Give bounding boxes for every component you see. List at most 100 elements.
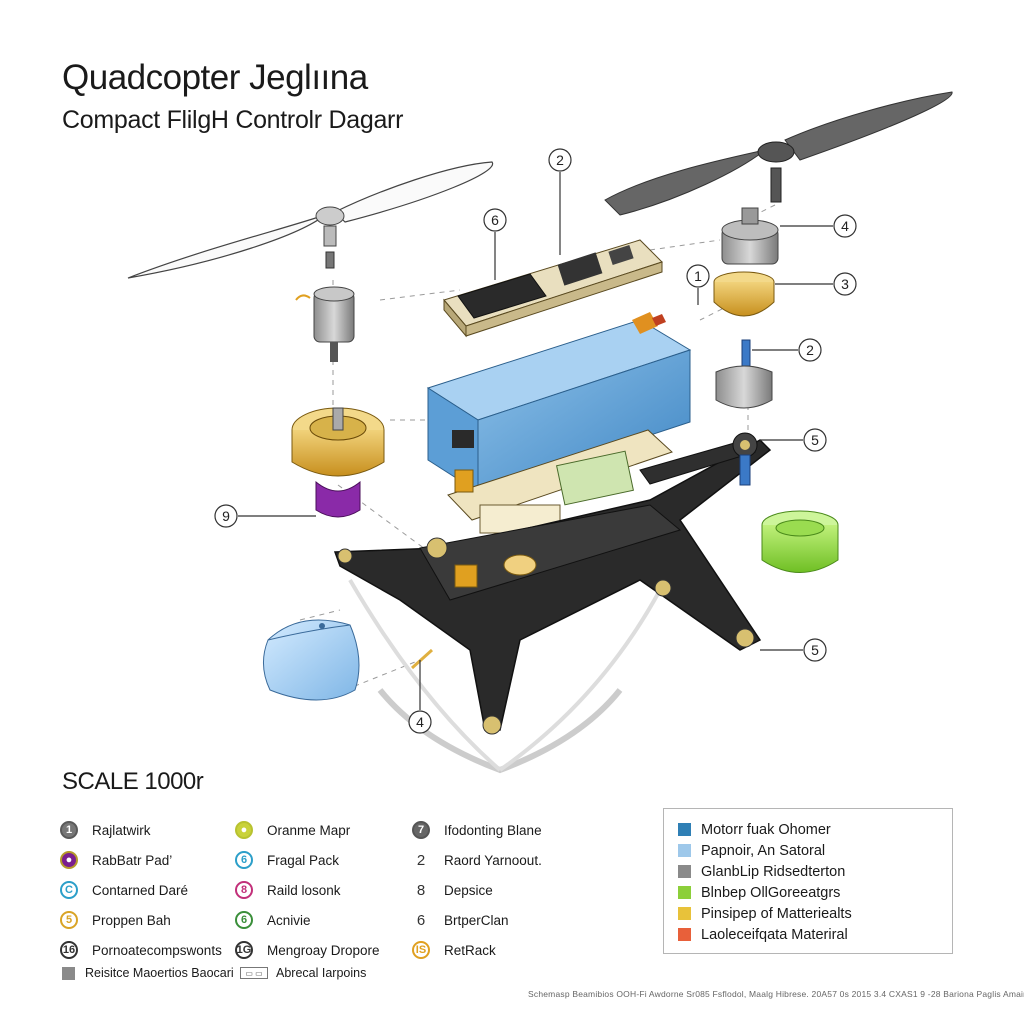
callout-label: 6 (491, 212, 499, 228)
material-item: Motorr fuak Ohomer (678, 819, 952, 840)
callout-label: 4 (416, 714, 424, 730)
legend-text: RetRack (444, 942, 496, 958)
right-arm (639, 432, 758, 486)
legend-item: 7 Ifodonting Blane (412, 815, 582, 845)
diagram-subtitle: Compact FlilgH Controlr Dagarr (62, 106, 404, 134)
quadcopter-frame (333, 439, 772, 774)
callout-label: 4 (841, 218, 849, 234)
legend-marker-icon: 2 (416, 851, 426, 869)
bottom-legend-text: Reisitce Maoertios Baocari (85, 966, 234, 980)
left-motor-bell (291, 407, 385, 518)
material-text: GlanbLip Ridsedterton (701, 863, 846, 880)
right-motor-mid (715, 339, 773, 409)
legend-text: Fragal Pack (267, 852, 340, 868)
legend-marker-icon: ● (235, 821, 253, 839)
material-swatch-icon (678, 928, 691, 941)
material-item: Pinsipep of Matteriealts (678, 903, 952, 924)
material-swatch-icon (678, 823, 691, 836)
callout-labels: 2 6 1 4 3 2 5 9 5 4 (222, 152, 849, 730)
legend-item: IS RetRack (412, 935, 582, 965)
green-motor-cover (761, 510, 839, 573)
legend-item: 6 Fragal Pack (235, 845, 405, 875)
legend-marker-icon: 6 (235, 911, 253, 929)
legend-text: Raord Yarnoout. (444, 852, 542, 868)
callout-label: 1 (694, 268, 702, 284)
bottom-legend-item: Reisitce Maoertios Baocari (62, 966, 234, 980)
bottom-legend-item: ▭ ▭ Abrecal Iarpoins (240, 966, 366, 980)
left-motor-upper (295, 286, 355, 362)
material-text: Motorr fuak Ohomer (701, 821, 831, 838)
legend-text: BrtperClan (444, 912, 509, 928)
legend-text: Pornoatecompswonts (92, 942, 222, 958)
material-text: Papnoir, An Satoral (701, 842, 826, 859)
legend-marker-icon: 6 (235, 851, 253, 869)
legend-column-3: 7 Ifodonting Blane 2 Raord Yarnoout. 8 Depsic… (412, 815, 582, 965)
callout-label: 5 (811, 432, 819, 448)
legend-text: RabBatr Pad’ (92, 852, 173, 868)
callout-label: 5 (811, 642, 819, 658)
legend-text: Contarned Daré (92, 882, 189, 898)
diagram-title: Quadcopter Jeglıına (62, 58, 368, 97)
bottom-legend-text: Abrecal Iarpoins (276, 966, 367, 980)
legend-item: 1G Mengroay Dropore (235, 935, 405, 965)
legend-marker-icon: 8 (235, 881, 253, 899)
material-item: Papnoir, An Satoral (678, 840, 952, 861)
legend-marker-icon: 7 (412, 821, 430, 839)
legend-item: C Contarned Daré (60, 875, 230, 905)
material-item: Laoleceifqata Materiral (678, 924, 952, 945)
legend-text: Depsice (444, 882, 493, 898)
right-motor-upper (721, 207, 779, 265)
legend-text: Proppen Bah (92, 912, 171, 928)
legend-marker-icon: 1 (60, 821, 78, 839)
gray-swatch-icon (62, 966, 75, 980)
legend-item: 1 Rajlatwirk (60, 815, 230, 845)
legend-text: Mengroay Dropore (267, 942, 380, 958)
legend-item: 6 Acnivie (235, 905, 405, 935)
legend-text: Oranme Mapr (267, 822, 351, 838)
legend-item: ● Oranme Mapr (235, 815, 405, 845)
box-pair-icon: ▭ ▭ (240, 967, 268, 979)
flight-controller-board (443, 239, 663, 338)
battery-pack (426, 312, 692, 493)
material-item: Blnbep OllGoreeatgrs (678, 882, 952, 903)
left-propeller (127, 161, 494, 279)
material-swatch-icon (678, 865, 691, 878)
antenna-pin (410, 648, 434, 670)
legend-item: ● RabBatr Pad’ (60, 845, 230, 875)
legend-text: Ifodonting Blane (444, 822, 542, 838)
legend-text: Rajlatwirk (92, 822, 151, 838)
legend-item: 8 Depsice (412, 875, 582, 905)
material-text: Blnbep OllGoreeatgrs (701, 884, 841, 901)
legend-marker-icon: C (60, 881, 78, 899)
legend-text: Acnivie (267, 912, 311, 928)
footer-credits: Schemasp Beamibios OOH-Fi Awdorne Sr085 … (528, 989, 1024, 999)
material-swatch-icon (678, 907, 691, 920)
legend-marker-icon: 5 (60, 911, 78, 929)
material-text: Laoleceifqata Materiral (701, 926, 848, 943)
legend-marker-icon: 16 (60, 941, 78, 959)
right-propeller (604, 91, 953, 216)
material-swatch-icon (678, 844, 691, 857)
legend-marker-icon: 6 (416, 911, 426, 929)
callout-label: 9 (222, 508, 230, 524)
legend-item: 2 Raord Yarnoout. (412, 845, 582, 875)
legend-item: 6 BrtperClan (412, 905, 582, 935)
scale-label: SCALE 1000r (62, 768, 204, 795)
callout-label: 2 (806, 342, 814, 358)
legend-marker-icon: ● (60, 851, 78, 869)
legend-marker-icon: 1G (235, 941, 253, 959)
callout-label: 2 (556, 152, 564, 168)
callouts (214, 148, 857, 734)
material-item: GlanbLip Ridsedterton (678, 861, 952, 882)
legend-marker-icon: IS (412, 941, 430, 959)
material-swatch-icon (678, 886, 691, 899)
legend-marker-icon: 8 (416, 881, 426, 899)
callout-label: 3 (841, 276, 849, 292)
blue-battery-case (263, 619, 360, 701)
right-motor-bell (713, 271, 775, 317)
legend-column-1: 1 Rajlatwirk ● RabBatr Pad’ C Contarned Daré 5… (60, 815, 230, 965)
material-text: Pinsipep of Matteriealts (701, 905, 852, 922)
